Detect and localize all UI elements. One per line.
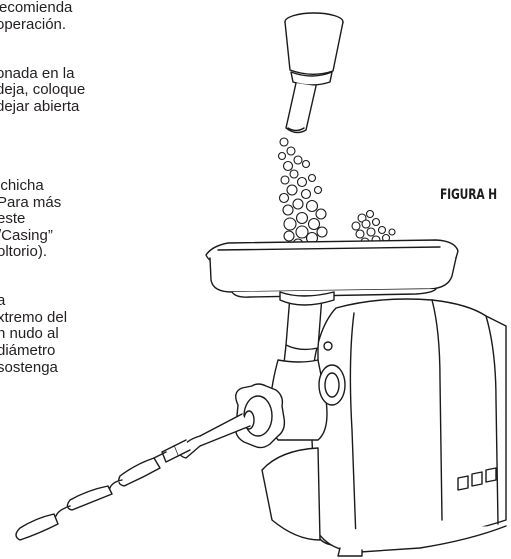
instruction-line: sostenga [0, 359, 58, 376]
locking-ring-icon [234, 383, 286, 449]
instruction-line: dejar abierta [0, 98, 80, 115]
grinder-body-icon [261, 291, 507, 557]
figure-label: FIGURA H [440, 187, 497, 203]
instruction-line: onada en la [0, 65, 75, 82]
instruction-line: diámetro [0, 342, 56, 359]
instruction-line: lchicha [0, 177, 44, 194]
instruction-line: este [0, 210, 26, 227]
instruction-line: recomienda [0, 0, 73, 16]
sausage-casing-icon [15, 413, 251, 541]
instruction-line: a [0, 292, 6, 309]
instruction-line: Para más [0, 194, 62, 211]
instruction-line: operación. [0, 16, 67, 33]
instruction-line: oltorio). [0, 243, 48, 260]
food-pusher-icon [284, 12, 344, 134]
meat-pieces-icon [277, 137, 396, 250]
instruction-line: n nudo al [0, 325, 59, 342]
instruction-line: xtremo del [0, 309, 68, 326]
meat-tray-icon [205, 239, 459, 298]
instruction-line: deja, coloque [0, 81, 86, 98]
instruction-line: /Casing” [0, 227, 53, 244]
